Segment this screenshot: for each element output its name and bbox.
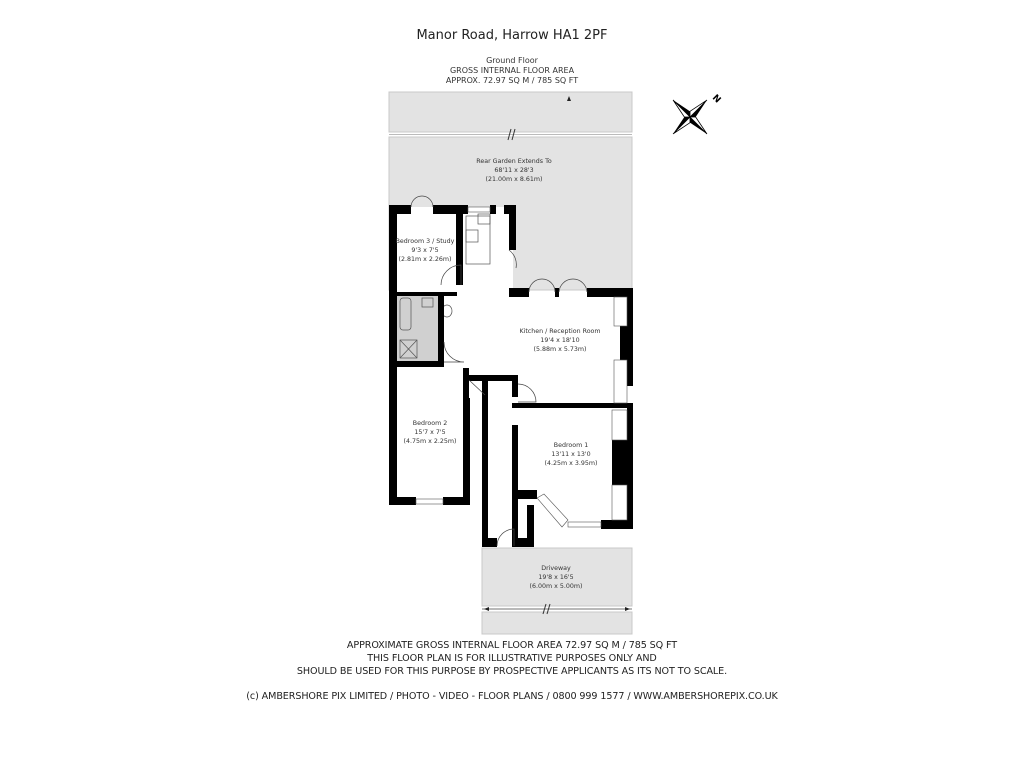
svg-text:(4.25m x 3.95m): (4.25m x 3.95m) <box>545 460 598 467</box>
interior-floor <box>395 207 627 545</box>
floor-name: Ground Floor <box>486 56 538 65</box>
hob-icon <box>465 229 479 243</box>
windows <box>415 206 628 528</box>
arrow-up-icon <box>567 96 571 101</box>
french-door-bedroom3 <box>410 195 434 208</box>
room-label-bedroom-1: Bedroom 1 13'11 x 13'0 (4.25m x 3.95m) <box>545 442 598 467</box>
break-mark-icon <box>542 603 551 615</box>
room-label-bedroom-3: Bedroom 3 / Study 9'3 x 7'5 (2.81m x 2.2… <box>396 238 455 263</box>
svg-text:Kitchen / Reception Room: Kitchen / Reception Room <box>519 328 600 335</box>
french-door-kitchen-2 <box>558 278 588 293</box>
room-label-bedroom-2: Bedroom 2 15'7 x 7'5 (4.75m x 2.25m) <box>404 420 457 445</box>
svg-text:Bedroom 2: Bedroom 2 <box>413 420 448 427</box>
footer-disclaimer-1: THIS FLOOR PLAN IS FOR ILLUSTRATIVE PURP… <box>367 653 657 664</box>
svg-text:19'4 x 18'10: 19'4 x 18'10 <box>540 337 579 344</box>
front-door <box>496 528 515 547</box>
svg-text:Bedroom 3 / Study: Bedroom 3 / Study <box>396 238 455 245</box>
bathroom <box>397 296 440 361</box>
kitchen-sink-icon <box>477 213 491 225</box>
break-mark-icon <box>507 128 516 141</box>
doors <box>410 195 588 547</box>
svg-text:(2.81m x 2.26m): (2.81m x 2.26m) <box>399 256 452 263</box>
room-label-kitchen-reception: Kitchen / Reception Room 19'4 x 18'10 (5… <box>519 328 600 353</box>
walls <box>389 205 633 547</box>
door-bedroom3 <box>440 264 462 286</box>
bathtub-icon <box>399 297 412 331</box>
bay-window <box>536 493 569 528</box>
svg-text:(6.00m x 5.00m): (6.00m x 5.00m) <box>530 583 583 590</box>
svg-text:68'11 x 28'3: 68'11 x 28'3 <box>494 167 533 174</box>
driveway <box>481 547 633 635</box>
property-address-title: Manor Road, Harrow HA1 2PF <box>416 28 608 43</box>
footer-credit: (c) AMBERSHORE PIX LIMITED / PHOTO - VID… <box>246 691 778 702</box>
door-garden-side <box>508 249 517 269</box>
svg-text:9'3 x 7'5: 9'3 x 7'5 <box>411 247 438 254</box>
svg-text:Rear Garden Extends To: Rear Garden Extends To <box>476 158 552 165</box>
sink-icon <box>421 297 434 308</box>
area-label: GROSS INTERNAL FLOOR AREA <box>449 66 575 75</box>
door-hall-cupboard <box>468 379 486 396</box>
room-label-rear-garden: Rear Garden Extends To 68'11 x 28'3 (21.… <box>476 158 552 183</box>
area-value: APPROX. 72.97 SQ M / 785 SQ FT <box>445 76 579 85</box>
room-label-driveway: Driveway 19'8 x 16'5 (6.00m x 5.00m) <box>530 565 583 590</box>
footer-area-note: APPROXIMATE GROSS INTERNAL FLOOR AREA 72… <box>346 640 678 651</box>
shower-tray-icon <box>399 339 418 359</box>
french-door-kitchen <box>528 278 556 293</box>
svg-text:(4.75m x 2.25m): (4.75m x 2.25m) <box>404 438 457 445</box>
svg-text:15'7 x 7'5: 15'7 x 7'5 <box>414 429 445 436</box>
svg-text:(21.00m x 8.61m): (21.00m x 8.61m) <box>486 176 543 183</box>
footer-disclaimer-2: SHOULD BE USED FOR THIS PURPOSE BY PROSP… <box>296 666 728 677</box>
compass-rose-icon <box>672 99 708 135</box>
svg-text:19'8 x 16'5: 19'8 x 16'5 <box>538 574 573 581</box>
svg-text:Bedroom 1: Bedroom 1 <box>554 442 589 449</box>
door-bathroom <box>443 341 465 363</box>
door-bedroom1 <box>517 383 537 403</box>
svg-text:(5.88m x 5.73m): (5.88m x 5.73m) <box>534 346 587 353</box>
svg-text:Driveway: Driveway <box>541 565 571 572</box>
svg-text:13'11 x 13'0: 13'11 x 13'0 <box>551 451 590 458</box>
compass-north-label: N <box>710 93 722 105</box>
